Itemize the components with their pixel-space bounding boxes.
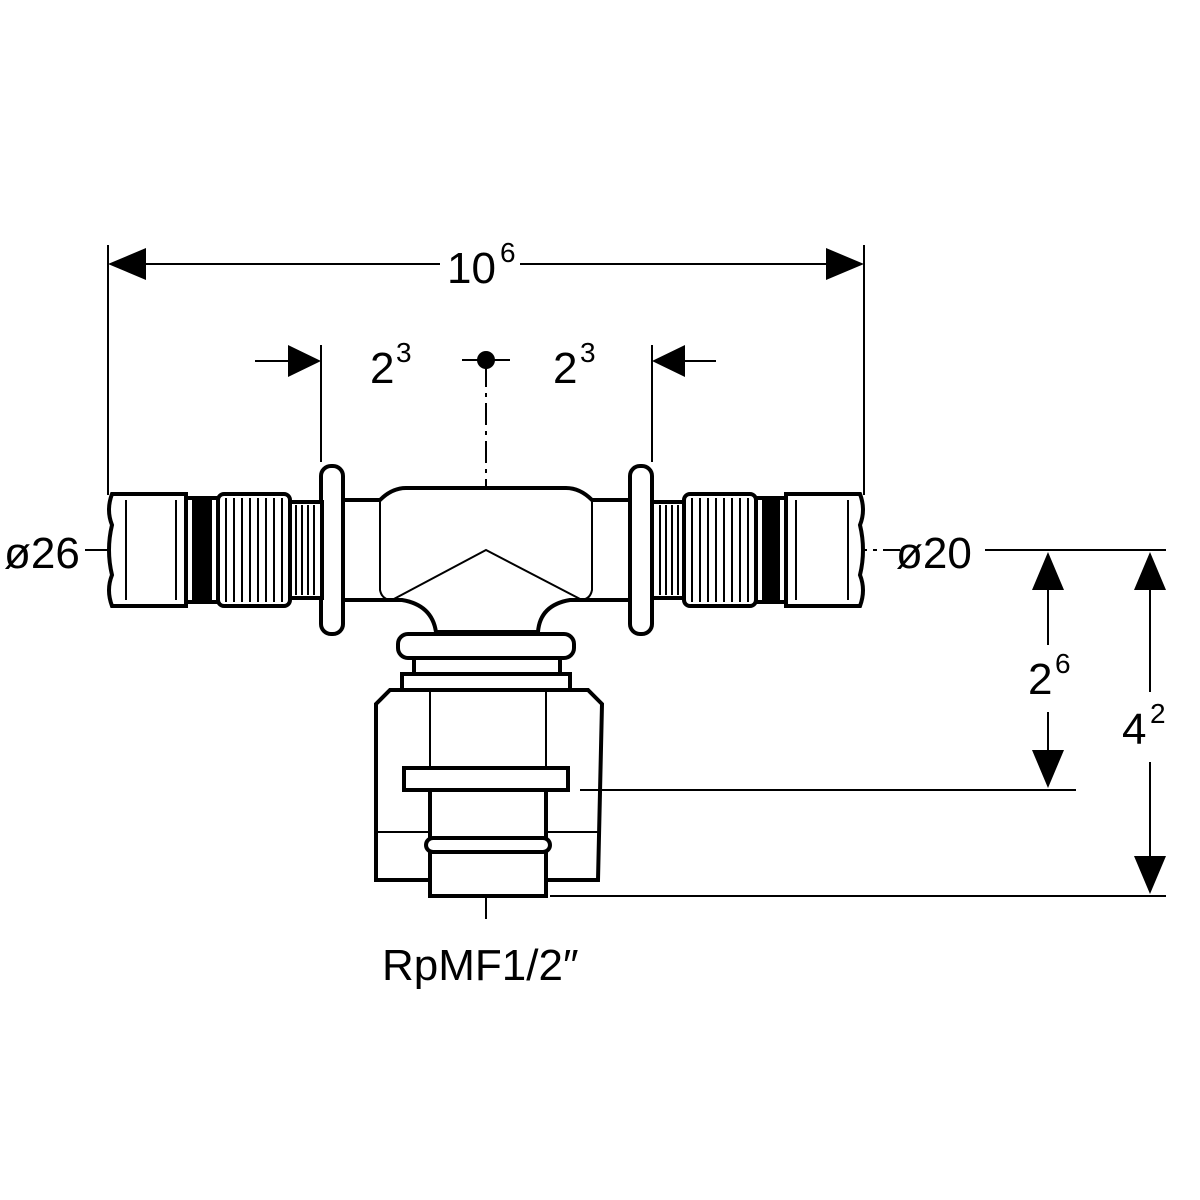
branch-total-arrow-top: [1134, 552, 1166, 590]
branch-neck-lower: [412, 656, 562, 676]
branch-thread-label: RpMF1/2″: [382, 941, 579, 990]
right-press-socket: [650, 492, 865, 608]
tee-inner-contour-left: [379, 500, 393, 601]
tee-body: [319, 464, 654, 636]
branch-neck-ring: [396, 632, 576, 660]
thread-insert-ring: [402, 766, 570, 792]
left-pipe-end: [107, 492, 188, 608]
left-offset-value: 2: [370, 344, 394, 393]
left-o-ring: [196, 496, 210, 604]
branch-depth-value: 2: [1028, 655, 1052, 704]
offset-arrow-left: [288, 345, 321, 377]
branch-total-arrow-bottom: [1134, 856, 1166, 894]
arrow-left: [108, 248, 146, 280]
diameter-labels: ø26 ø20: [4, 529, 1166, 578]
right-flange-collar: [628, 464, 654, 636]
arrow-right: [826, 248, 864, 280]
center-point: [477, 351, 495, 369]
left-press-sleeve: [216, 492, 292, 608]
offset-arrow-right: [652, 345, 685, 377]
right-pipe-end: [784, 492, 865, 608]
right-offset-value: 2: [553, 344, 577, 393]
branch-total-value: 4: [1122, 705, 1146, 754]
right-offset-superscript: 3: [580, 337, 596, 368]
left-flange-collar: [319, 464, 345, 636]
tee-branch-intersection: [391, 548, 583, 601]
spigot-groove-ring: [424, 836, 552, 854]
branch-total-superscript: 2: [1150, 698, 1166, 729]
overall-length-value: 10: [447, 244, 496, 293]
tee-central-body: [334, 486, 642, 634]
overall-length-dimension: 10 6: [107, 237, 865, 495]
right-press-sleeve: [682, 492, 758, 608]
branch-depth-superscript: 6: [1055, 648, 1071, 679]
offset-dimensions: 2 3 2 3: [255, 337, 716, 462]
left-socket-neck: [288, 500, 324, 600]
left-offset-superscript: 3: [396, 337, 412, 368]
overall-length-superscript: 6: [500, 237, 516, 268]
right-o-ring: [764, 496, 778, 604]
branch-collar: [400, 672, 572, 692]
branch-depth-dimension: 2 6: [580, 552, 1076, 791]
branch-depth-arrow-bottom: [1032, 750, 1064, 788]
left-press-socket: [107, 492, 324, 608]
left-diameter-label: ø26: [4, 529, 80, 578]
right-socket-neck: [650, 500, 686, 600]
right-diameter-label: ø20: [896, 529, 972, 578]
branch-total-dimension: 4 2: [550, 552, 1166, 897]
branch-threaded-adapter: [374, 632, 605, 898]
branch-depth-arrow-top: [1032, 552, 1064, 590]
